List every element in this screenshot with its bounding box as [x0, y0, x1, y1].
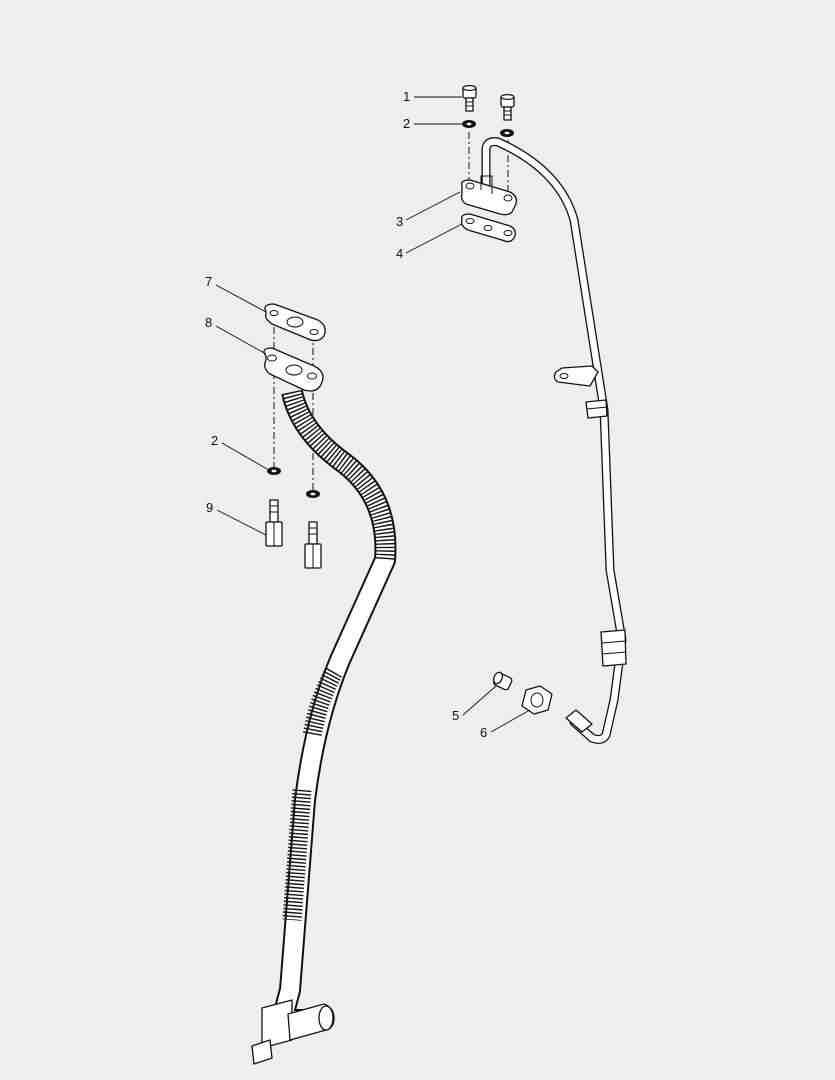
oil-drain-hose-assembly	[251, 303, 397, 1065]
hose-elbow-fitting	[251, 999, 335, 1065]
union-nut	[521, 685, 553, 715]
callout-number: 7	[205, 274, 212, 289]
hose-corrugated-section	[302, 667, 343, 738]
pipe-collar	[585, 399, 608, 419]
callout-number: 5	[452, 708, 459, 723]
oil-feed-pipe-assembly	[460, 84, 627, 744]
hose-flange	[263, 347, 324, 392]
pipe-collar	[600, 629, 627, 667]
hose-corrugated-section	[282, 789, 312, 921]
callout-number: 6	[480, 725, 487, 740]
callout-4: 4	[396, 223, 463, 261]
callout-number: 2	[211, 433, 218, 448]
pipe-end-fitting	[565, 709, 593, 733]
callout-number: 1	[403, 89, 410, 104]
hose-flange-gasket	[264, 303, 326, 342]
callout-number: 8	[205, 315, 212, 330]
callout-labels: 1 2 3 4 7 8 2 9	[205, 89, 531, 740]
callout-2: 2	[403, 116, 462, 131]
callout-number: 3	[396, 214, 403, 229]
cap-screw	[462, 84, 477, 112]
flange-gasket	[460, 213, 516, 243]
callout-5: 5	[452, 685, 497, 723]
cap-screw	[500, 93, 515, 121]
callout-9: 9	[206, 500, 267, 536]
callout-8: 8	[205, 315, 267, 355]
stud-nut	[265, 499, 283, 547]
callout-number: 2	[403, 116, 410, 131]
callout-number: 4	[396, 246, 403, 261]
callout-1: 1	[403, 89, 462, 104]
pipe-flange	[460, 175, 518, 216]
callout-7: 7	[205, 274, 267, 313]
callout-2-lower: 2	[211, 433, 268, 470]
callout-6: 6	[480, 709, 531, 740]
pipe-mounting-bracket	[553, 365, 599, 387]
union-fitting	[492, 671, 513, 691]
callout-number: 9	[206, 500, 213, 515]
callout-3: 3	[396, 191, 461, 229]
stud-nut	[304, 521, 322, 569]
